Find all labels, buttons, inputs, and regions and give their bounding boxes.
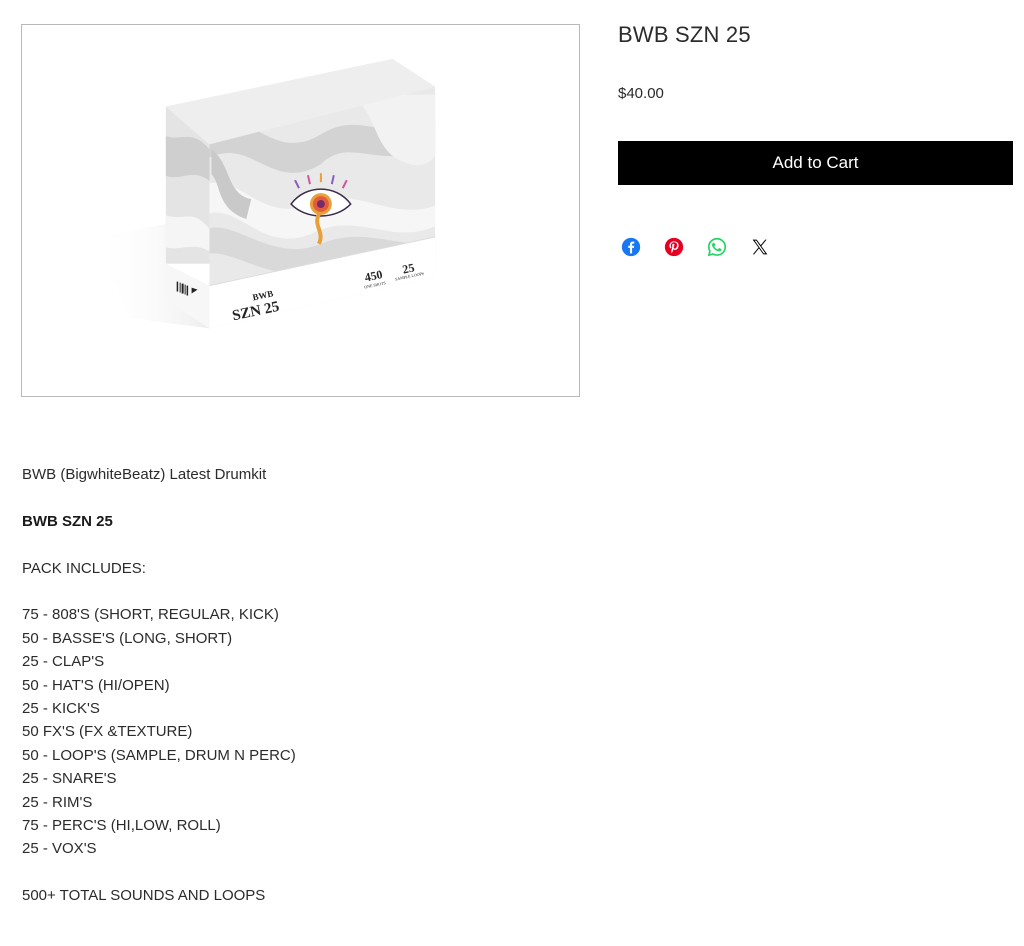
list-item: 25 - SNARE'S <box>22 770 117 788</box>
list-item: 25 - RIM'S <box>22 793 93 811</box>
pack-includes-label: PACK INCLUDES: <box>22 559 146 577</box>
description-heading: BWB SZN 25 <box>22 512 113 530</box>
description-intro: BWB (BigwhiteBeatz) Latest Drumkit <box>22 466 267 483</box>
box-stat2-value: 25 <box>401 260 416 276</box>
list-item: 50 - LOOP'S (SAMPLE, DRUM N PERC) <box>22 746 296 764</box>
list-item: 25 - KICK'S <box>22 700 100 718</box>
whatsapp-icon[interactable] <box>706 236 728 258</box>
share-bar <box>620 236 771 258</box>
box-stat1-value: 450 <box>363 267 383 284</box>
product-box-illustration: BWB SZN 25 450 ONE SHOTS 25 SAMPLE LOOPS <box>92 58 436 329</box>
list-item: 25 - VOX'S <box>22 840 97 858</box>
facebook-icon[interactable] <box>620 236 642 258</box>
list-item: 50 FX'S (FX &TEXTURE) <box>22 723 193 741</box>
list-item: 75 - PERC'S (HI,LOW, ROLL) <box>22 817 221 835</box>
list-item: 50 - BASSE'S (LONG, SHORT) <box>22 629 233 647</box>
list-item: 75 - 808'S (SHORT, REGULAR, KICK) <box>22 606 279 624</box>
barcode-icon <box>176 281 198 296</box>
product-price: $40.00 <box>618 85 664 102</box>
box-brand-text: BWB <box>252 288 275 302</box>
x-icon[interactable] <box>749 236 771 258</box>
product-description: BWB (BigwhiteBeatz) Latest Drumkit BWB S… <box>22 463 822 908</box>
product-image[interactable]: BWB SZN 25 450 ONE SHOTS 25 SAMPLE LOOPS <box>21 24 580 397</box>
pinterest-icon[interactable] <box>663 236 685 258</box>
description-total: 500+ TOTAL SOUNDS AND LOOPS <box>22 887 266 905</box>
list-item: 50 - HAT'S (HI/OPEN) <box>22 676 170 694</box>
list-item: 25 - CLAP'S <box>22 653 105 671</box>
add-to-cart-button[interactable]: Add to Cart <box>618 141 1013 185</box>
box-stat1-label: ONE SHOTS <box>364 280 386 289</box>
product-title: BWB SZN 25 <box>618 22 751 47</box>
box-stat2-label: SAMPLE LOOPS <box>395 271 425 282</box>
